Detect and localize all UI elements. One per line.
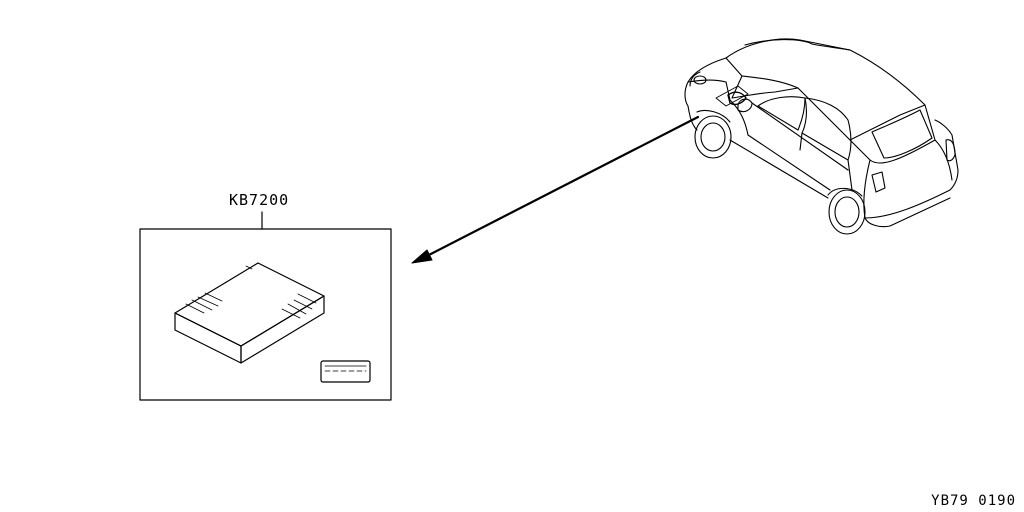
filter-left-face [174, 312, 242, 364]
instruction-label [320, 360, 371, 383]
front-wheel [694, 115, 732, 159]
part-number-label: KB7200 [229, 191, 290, 209]
location-arrow [411, 115, 700, 264]
filter-top-face [174, 262, 325, 347]
filter-right-face [240, 295, 325, 364]
diagram-code: YB79 0190 [931, 493, 1016, 509]
rear-wheel [828, 189, 866, 235]
filter-pleat-lines [185, 265, 317, 319]
part-frame [139, 228, 392, 401]
vehicle-outline [684, 38, 959, 235]
filter-element [174, 262, 325, 364]
